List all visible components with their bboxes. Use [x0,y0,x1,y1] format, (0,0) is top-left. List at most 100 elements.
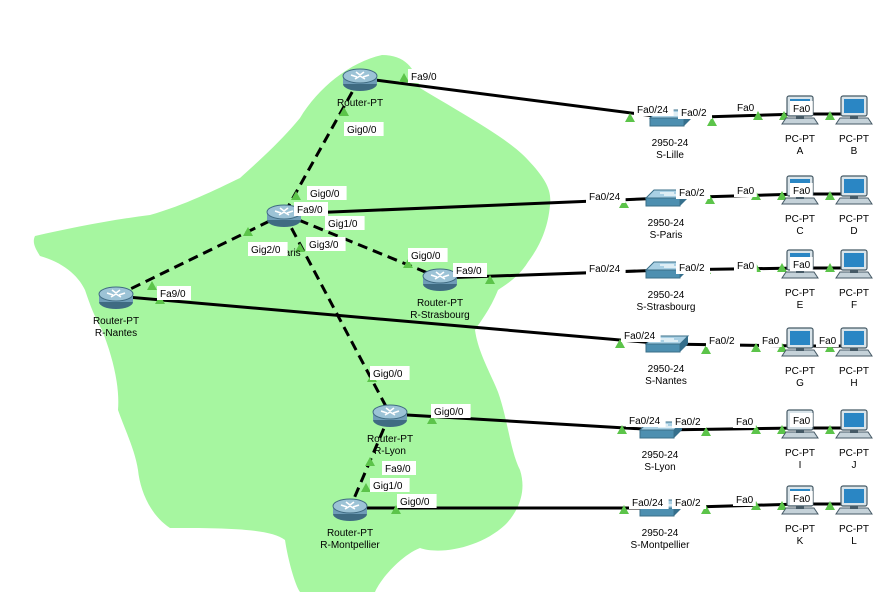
pc-type-label: PC-PT [785,288,815,299]
pc-type-label: PC-PT [839,214,869,225]
port-label-text: Fa0 [819,336,837,347]
router-type-label: Router-PT [367,434,413,445]
router-icon [372,404,408,427]
port-label: Fa0 [790,183,813,197]
port-label-text: Fa0/2 [679,263,705,274]
port-label: Fa0/2 [676,185,710,199]
port-label-text: Fa0 [736,495,754,506]
pc-G[interactable] [781,327,819,357]
port-status-indicator [291,191,301,200]
port-status-indicator [777,501,787,510]
pc-J[interactable] [835,409,873,439]
port-label: Gig0/0 [397,494,437,508]
port-label-text: Fa0 [793,104,811,115]
port-status-indicator [777,191,787,200]
port-label: Gig1/0 [370,478,410,492]
router-icon [422,268,458,291]
port-status-indicator [147,281,157,290]
pc-H[interactable] [835,327,873,357]
pc-name-label: F [851,300,857,311]
port-label: Fa0/24 [626,413,666,427]
port-status-indicator [365,457,375,466]
pc-type-label: PC-PT [839,448,869,459]
pc-name-label: L [851,536,857,547]
port-label-text: Fa0/24 [624,331,656,342]
switch-name-label: S-Lyon [644,462,675,473]
port-label: Gig2/0 [248,242,288,256]
port-status-indicator [619,199,629,208]
router-icon [98,286,134,309]
port-label-text: Gig0/0 [373,369,403,380]
port-label: Fa9/0 [294,202,328,216]
port-status-indicator [243,227,253,236]
serial-link-dashed [282,77,362,215]
port-status-indicator [825,191,835,200]
port-label: Fa0/24 [621,328,661,342]
pc-computer-icon [835,95,873,125]
pc-type-label: PC-PT [839,366,869,377]
switch-name-label: S-Strasbourg [637,302,696,313]
port-status-indicator [701,505,711,514]
router-type-label: Router-PT [93,316,139,327]
pc-computer-icon [835,327,873,357]
port-label: Fa0/24 [629,495,669,509]
router-type-label: Router-PT [417,298,463,309]
port-label: Fa0 [816,333,839,347]
port-label: Fa0/24 [586,189,626,203]
port-label-text: Fa9/0 [160,289,186,300]
router-paris[interactable] [266,204,302,227]
port-status-indicator [427,415,437,424]
port-label: Gig3/0 [306,237,346,251]
switch-type-label: 2950-24 [648,364,685,375]
router-name-label: R-Nantes [95,328,137,339]
port-label: Fa0 [733,414,756,428]
pc-D[interactable] [835,175,873,205]
port-label-text: Fa9/0 [411,72,437,83]
port-status-indicator [295,243,305,252]
port-label-text: Fa9/0 [297,205,323,216]
pc-type-label: PC-PT [785,214,815,225]
port-status-indicator [777,343,787,352]
port-label-text: Fa0 [793,260,811,271]
pc-name-label: K [797,536,804,547]
port-label: Fa0 [759,333,782,347]
router-icon [342,68,378,91]
pc-B[interactable] [835,95,873,125]
switch-type-label: 2950-24 [648,290,685,301]
pc-name-label: J [852,460,857,471]
router-lyon[interactable] [372,404,408,427]
port-status-indicator [751,501,761,510]
port-status-indicator [777,425,787,434]
pc-name-label: E [797,300,804,311]
pc-computer-icon [781,327,819,357]
pc-F[interactable] [835,249,873,279]
pc-type-label: PC-PT [839,288,869,299]
port-label-text: Gig1/0 [328,219,358,230]
port-label: Fa0 [734,258,757,272]
port-label-text: Fa0 [793,494,811,505]
port-label-text: Fa0/24 [637,105,669,116]
port-label: Fa9/0 [157,286,191,300]
router-nantes[interactable] [98,286,134,309]
router-strasbourg[interactable] [422,268,458,291]
pc-computer-icon [835,249,873,279]
router-lille[interactable] [342,68,378,91]
router-montpellier[interactable] [332,498,368,521]
port-status-indicator [701,345,711,354]
port-label: Fa0 [733,492,756,506]
switch-type-label: 2950-24 [642,450,679,461]
port-label: Fa9/0 [408,69,442,83]
port-status-indicator [339,107,349,116]
pc-L[interactable] [835,485,873,515]
port-label: Gig0/0 [344,122,384,136]
port-label-text: Gig0/0 [310,189,340,200]
port-label: Fa0/24 [634,102,674,116]
port-label: Fa0 [790,413,813,427]
port-label: Fa0/2 [672,495,706,509]
port-label-text: Fa9/0 [385,464,411,475]
port-label-text: Fa0/2 [675,498,701,509]
port-label: Fa9/0 [453,263,487,277]
port-label: Gig0/0 [431,404,471,418]
port-label: Fa0/2 [676,260,710,274]
router-name-label: R-Montpellier [320,540,380,551]
